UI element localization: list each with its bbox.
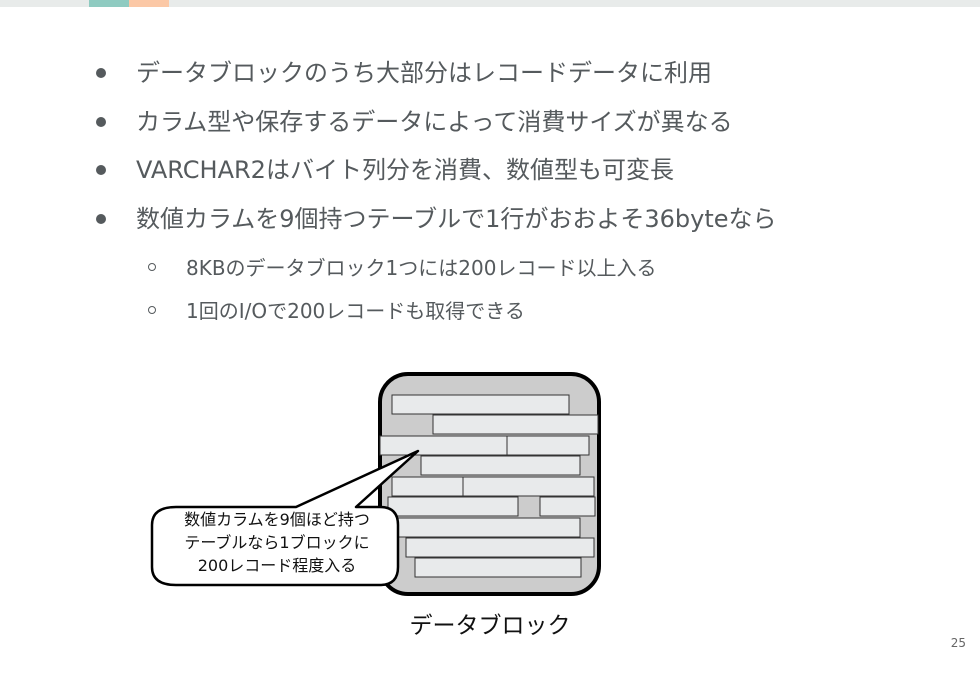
record-row xyxy=(391,476,464,497)
bullet-text: カラム型や保存するデータによって消費サイズが異なる xyxy=(136,108,733,136)
sub-bullet-text: 1回のI/Oで200レコードも取得できる xyxy=(186,299,525,323)
bullet-dot xyxy=(96,165,106,175)
accent-segment-peach xyxy=(129,0,169,7)
accent-segment-teal xyxy=(89,0,129,7)
record-row xyxy=(432,414,599,435)
diagram-label: データブロック xyxy=(409,613,571,639)
record-row xyxy=(390,517,581,538)
sub-bullet-ring xyxy=(148,263,156,271)
bullet-dot xyxy=(96,68,106,78)
callout-text: 数値カラムを9個ほど持つ テーブルなら1ブロックに 200レコード程度入る xyxy=(152,508,402,577)
bullet-dot xyxy=(96,117,106,127)
sub-bullet-text: 8KBのデータブロック1つには200レコード以上入る xyxy=(186,256,657,280)
callout-line: 200レコード程度入る xyxy=(197,556,357,575)
record-row xyxy=(387,496,519,517)
record-row xyxy=(539,496,596,517)
record-rows xyxy=(379,394,599,578)
bullet-text: 数値カラムを9個持つテーブルで1行がおおよそ36byteなら xyxy=(136,205,777,233)
record-row xyxy=(506,435,590,456)
record-row xyxy=(420,455,581,476)
bullet-text: VARCHAR2はバイト列分を消費、数値型も可変長 xyxy=(136,156,674,184)
record-row xyxy=(462,476,595,497)
record-row xyxy=(379,435,508,456)
record-row xyxy=(405,537,595,558)
record-row xyxy=(414,557,582,578)
callout-line: テーブルなら1ブロックに xyxy=(184,533,370,552)
speech-callout xyxy=(150,449,420,587)
record-row xyxy=(391,394,570,415)
bullet-dot xyxy=(96,214,106,224)
bullet-text: データブロックのうち大部分はレコードデータに利用 xyxy=(136,59,712,87)
sub-bullet-ring xyxy=(148,306,156,314)
callout-line: 数値カラムを9個ほど持つ xyxy=(184,510,370,529)
page-number: 25 xyxy=(950,636,966,650)
top-accent-bar xyxy=(0,0,980,7)
